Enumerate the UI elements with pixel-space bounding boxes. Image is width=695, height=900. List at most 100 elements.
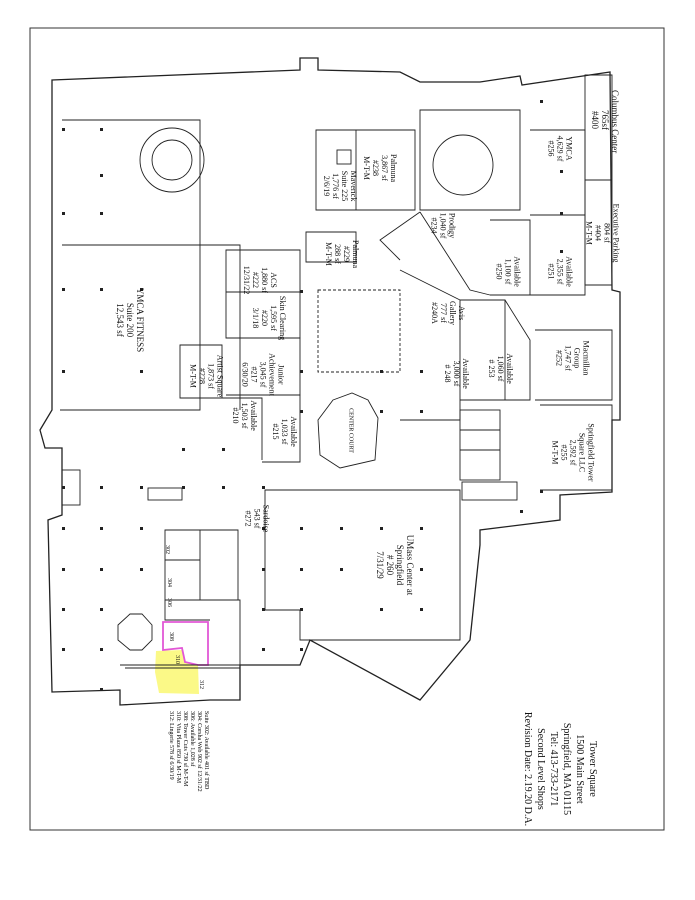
tenant-palmuna-229: Palmuna #229 288 sf M-T-M [324,234,360,274]
tenant-line: 3,045 sf [258,361,268,388]
building-outline [39,57,621,706]
tenant-line: 1,776 sf [331,173,340,199]
tenant-line: Columbus Center [610,90,620,154]
tenant-line: 2/6/19 [322,175,331,197]
tenant-line: 12,543 sf [115,303,125,337]
tenant-line: 2,355 sf [555,258,565,285]
tenant-line: 765sf [600,110,610,130]
tenant-line: #272 [243,510,253,527]
tenant-umass: UMass Center at Springfield # 260 7/31/2… [375,525,415,605]
column-grid [62,100,563,691]
tenant-line: Junior [276,364,286,385]
tenant-line: Artist Square [215,354,225,398]
tenant-avail-215: Available 1,033 sf #215 [271,409,298,454]
title-city: Springfield, MA 01115 [561,722,572,816]
tenant-line: Skin Clearing [278,295,287,341]
tenant-line: 1,060 sf [496,355,505,382]
tenant-line: #238 [371,160,380,176]
tenant-maverick: Maverick Suite 225 1,776 sf 2/6/19 [322,161,358,211]
tenant-line: 1,747 sf [563,345,573,371]
tenant-line: # 260 [385,554,395,576]
tenant-line: M-T-M [188,364,198,388]
tenant-artist-square: Artist Square 1,873 sf #228 M-T-M [189,354,225,399]
tenant-line: Available [564,256,574,287]
tenant-prodigy: Prodigy 1,040 sf #234 [430,206,457,246]
suite-306: 306 [166,598,172,607]
tenant-line: Sardoise [261,504,271,533]
tenant-line: #240A [430,302,439,324]
suite-312: 312 [198,680,204,689]
tenant-line: #250 [494,263,504,280]
tenant-line: Suite 200 [125,302,135,338]
tenant-line: 777 sf [439,303,448,323]
tenant-sardoise: Sardoise 543 sf #272 [244,499,271,539]
tenant-avail-248: Available 3,000 sf # 248 [443,351,470,396]
tenant-line: Springfield Tower [586,423,596,482]
tenant-line: YMCA FITNESS [135,287,145,353]
tenant-line: #215 [271,423,280,440]
legend-row: 304: Corsha Web 902 sf 12/31/22 [196,711,202,792]
tenant-line: Executive Parking [611,203,621,263]
tenant-line: #255 [559,444,569,461]
tenant-line: Square LLC [577,432,587,473]
tenant-line: 1,873 sf [206,363,216,389]
tenant-line: 804 sf [602,223,612,243]
tenant-springfield-tower: Springfield Tower Square LLC 2,592 sf #2… [551,418,596,488]
title-revision: Revision Date: 2.19.20 D.A. [522,711,533,827]
tenant-columbus: Columbus Center 765sf #400 [590,90,620,154]
tenant-line: 7/31/29 [375,551,385,579]
tenant-line: Available [505,353,514,384]
title-tel: Tel: 413-733-2171 [548,731,559,807]
tenant-line: Palmuna [351,240,360,268]
tenant-line: Available [512,256,522,287]
highlight-yellow [155,650,199,694]
tenant-line: Achievement [267,353,277,396]
title-block: Tower Square 1500 Main Street Springfiel… [521,689,599,849]
tenant-center-court: CENTER COURT [346,401,355,461]
tenant-avail-251: Available 2,355 sf #251 [547,247,574,297]
tenant-line: #210 [231,407,240,424]
tenant-line: #400 [590,111,600,129]
tenant-avail-253: Available 1,060 sf # 253 [487,346,514,391]
tenant-line: 1,503 sf [240,402,249,429]
tenant-line: YMCA [564,136,574,161]
tenant-line: 1,100 sf [503,258,513,285]
tenant-ymca-256: YMCA 4,629 sf #256 [547,124,574,174]
tenant-line: 2,592 sf [568,439,578,466]
tenant-line: # 248 [443,364,452,383]
suite-310: 310 [174,655,180,664]
tenant-line: #251 [546,263,556,280]
tenant-line: #220 [260,310,269,326]
tenant-line: Suite 225 [340,170,349,202]
tenant-line: 1,595 sf [269,305,278,331]
tenant-skin-clearing: Skin Clearing 1,595 sf #220 3/1/18 [251,293,287,343]
tenant-line: #256 [546,140,556,157]
title-name: Tower Square [587,741,598,797]
tenant-line: 12/31/22 [242,265,251,295]
suite-legend: Suite 302: Available 401 sf TBD 304: Cor… [167,711,209,851]
tenant-line: Maverick [349,170,358,202]
title-address: 1500 Main Street [574,734,585,804]
tenant-line: 543 sf [252,508,262,529]
tenant-line: M-T-M [550,440,560,465]
tenant-line: 4,629 sf [555,135,565,162]
tenant-line: Macmillan [581,340,591,376]
tenant-line: M-T-M [584,221,594,245]
interior-walls [60,74,613,700]
tenant-line: UMass Center at [405,534,415,596]
tenant-line: #229 [342,246,351,262]
tenant-line: 3/1/18 [251,307,260,329]
tenant-line: 1,033 sf [280,418,289,445]
tenant-line: CENTER COURT [347,408,354,453]
tenant-line: Springfield [395,544,405,586]
suite-302: 302 [164,545,170,554]
legend-row: 306: Available 1,028 sf [189,711,195,767]
tenant-avail-250: Available 1,100 sf #250 [495,252,522,292]
tenant-line: Available [289,416,298,447]
highlight-magenta [162,621,209,666]
tenant-line: 288 sf [333,244,342,264]
tenant-line: Gallery [448,301,457,325]
tenant-line: Avis [457,305,466,321]
tenant-line: M-T-M [362,156,371,180]
